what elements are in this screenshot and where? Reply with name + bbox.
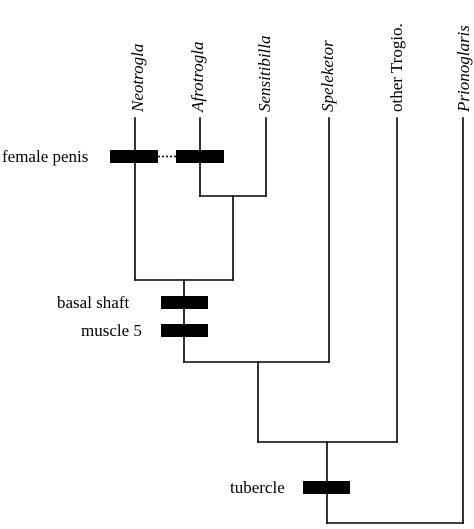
character-bar-muscle-5	[161, 324, 208, 337]
character-label-basal-shaft: basal shaft	[57, 293, 130, 312]
taxon-label-afrotrogla: Afrotrogla	[188, 41, 207, 113]
taxon-label-sensitibilla: Sensitibilla	[255, 36, 274, 113]
character-bar-basal-shaft	[161, 296, 208, 309]
character-label-muscle-5: muscle 5	[81, 321, 142, 340]
taxon-label-speleketor: Speleketor	[318, 40, 337, 112]
taxon-label-other-trogio: other Trogio.	[387, 23, 406, 112]
taxon-label-prionoglaris: Prionoglaris	[454, 25, 473, 113]
character-bar-female-penis-neotrogla	[110, 150, 158, 163]
character-label-tubercle: tubercle	[230, 478, 285, 497]
character-bar-female-penis-afrotrogla	[176, 150, 224, 163]
character-label-female-penis: female penis	[2, 147, 88, 166]
taxon-label-neotrogla: Neotrogla	[128, 44, 147, 113]
character-bar-tubercle	[303, 481, 350, 494]
